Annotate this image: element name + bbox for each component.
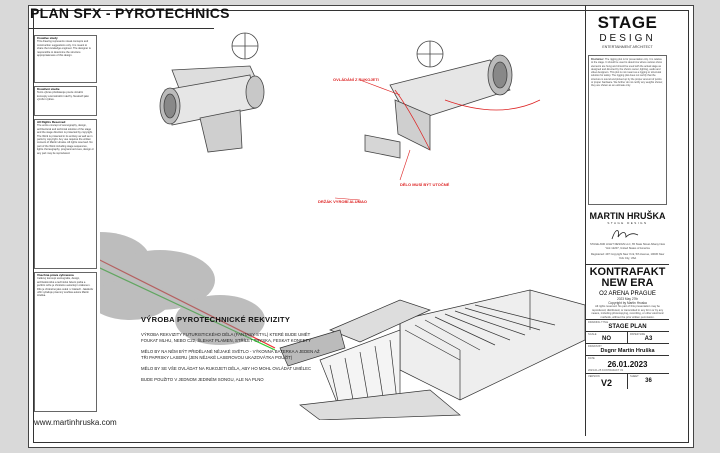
event-date: 2023 May 27th [616, 297, 639, 301]
note-kreativni-studie: Kreativní studie Tento výkres představuj… [34, 86, 97, 116]
website-link[interactable]: www.martinhruska.com [34, 418, 117, 427]
project-name-1: KONTRAFAKT [589, 266, 666, 278]
title-block-table: DRAWING TITLE STAGE PLAN SCALE NO PAPER … [586, 319, 669, 389]
disclaimer-box: Disclaimer: The rigging plot is for pres… [588, 55, 667, 205]
sheet-title: PLAN SFX - PYROTECHNICS [30, 5, 230, 21]
description-heading: VÝROBA PYROTECHNICKÉ REKVIZITY [141, 315, 291, 324]
description-block: VÝROBA PYROTECHNICKÉ REKVIZITY VÝROBA RE… [141, 315, 326, 388]
drawn-by: Dsgnr Martin Hruška [600, 348, 655, 354]
date-value: 26.01.2023 [607, 360, 648, 369]
dimension-arc [444, 99, 541, 111]
callout-line [399, 149, 411, 181]
annotation-holder: DRŽÁK VYROBÍ ALUMAO [318, 199, 367, 204]
description-paragraph: MĚLO BY SE VŠE OVLÁDAT NA RUKOJETI DĚLA,… [141, 366, 312, 371]
sheet-label: SHEET [630, 375, 639, 378]
designer-logo: MARTIN HRUŠKA STAGE DESIGN [586, 211, 669, 225]
annotation-smoke: DĚLO MUSÍ BÝT UTOČNÉ [400, 182, 450, 187]
note-body: The entire concept of scenography, desig… [37, 124, 94, 155]
smoke-cloud [100, 232, 265, 345]
description-paragraph: BUDE POUŽITO V JEDNOM JEDINÉM SONGU, ALE… [141, 377, 264, 382]
brand-name: STAGE [597, 13, 658, 32]
designer-sub: STAGE DESIGN [607, 221, 648, 225]
version-label: VERSION [588, 375, 600, 378]
stage-design-logo: STAGE DESIGN ENTERTAINMENT ARCHITECT [586, 13, 669, 49]
note-body: Celkový koncept scénografie, design, arc… [37, 277, 94, 298]
title-rule [28, 28, 214, 29]
sheet-number: 36 [645, 378, 652, 384]
drawn-label: DRAWN BY [588, 345, 602, 348]
callout-line [334, 197, 361, 201]
version-value: V2 [600, 378, 612, 388]
designer-name: MARTIN HRUŠKA [589, 211, 666, 221]
cannon-perspective-1 [159, 32, 265, 153]
title-block-column: STAGE DESIGN ENTERTAINMENT ARCHITECT Dis… [585, 5, 669, 436]
date-label: DATE [588, 357, 595, 360]
drawing-title: STAGE PLAN [608, 324, 647, 330]
contact-info: STAGE AND LIGHT DESIGN LLC, 65 State Str… [590, 243, 665, 250]
description-paragraph: VÝROBA REKVIZITY FUTURISTICKÉHO DĚLA (FA… [141, 332, 312, 343]
brand-sub: DESIGN [599, 33, 656, 44]
annotation-handle: OVLÁDÁNÍ Z RUKOJETI [333, 77, 379, 82]
rights-note: All rights reserved. No part of this pre… [591, 305, 664, 319]
sheet-border [33, 10, 689, 443]
project-name-2: NEW ERA [601, 277, 654, 289]
scale-label: SCALE [588, 333, 597, 336]
note-head: All Rights Reserved [37, 120, 66, 124]
cannon-perspective-2 [364, 40, 513, 159]
registered-info: Registered: 497 Copyright New York, 5th … [590, 253, 665, 260]
note-head: Creative study [37, 36, 58, 40]
note-body: This drawing represents visual concepts … [37, 40, 91, 58]
copyright: Copyright by Martin Hruska [608, 301, 647, 305]
size-label: PAPER SIZE [630, 333, 646, 336]
drawing-title-label: DRAWING TITLE [588, 321, 609, 324]
scale-value: NO [602, 336, 611, 342]
note-creative-study: Creative study This drawing represents v… [34, 35, 97, 83]
venue: O2 ARENA PRAGUE [599, 291, 656, 297]
brand-tag: ENTERTAINMENT ARCHITECT [602, 45, 653, 49]
note-body: Tento výkres představuje pouze vizuální … [37, 91, 89, 102]
note-all-rights: All Rights Reserved The entire concept o… [34, 119, 97, 269]
disclaimer-head: Disclaimer [591, 58, 604, 61]
callout-line [359, 79, 401, 96]
cannon-illustration [100, 32, 585, 420]
disclaimer-text: The rigging plot is for presentation onl… [591, 58, 663, 88]
description-paragraph: MĚLO BY NA NĚM BÝT PŘIDĚLANÉ NĚJAKÉ SVĚT… [141, 349, 320, 360]
left-notes-column: Creative study This drawing represents v… [34, 35, 97, 415]
signature [586, 225, 669, 243]
file-name: 2023-01-25 KONTRAFAKT V2 [588, 369, 624, 372]
stage-truss-structure [279, 289, 585, 420]
project-block: KONTRAFAKT NEW ERA O2 ARENA PRAGUE 2023 … [586, 264, 669, 319]
size-value: A3 [644, 336, 653, 342]
note-head: Kreativní studie [37, 87, 60, 91]
note-vsechna-prava: Všechna práva vyhrazena Celkový koncept … [34, 272, 97, 412]
note-head: Všechna práva vyhrazena [37, 273, 74, 277]
